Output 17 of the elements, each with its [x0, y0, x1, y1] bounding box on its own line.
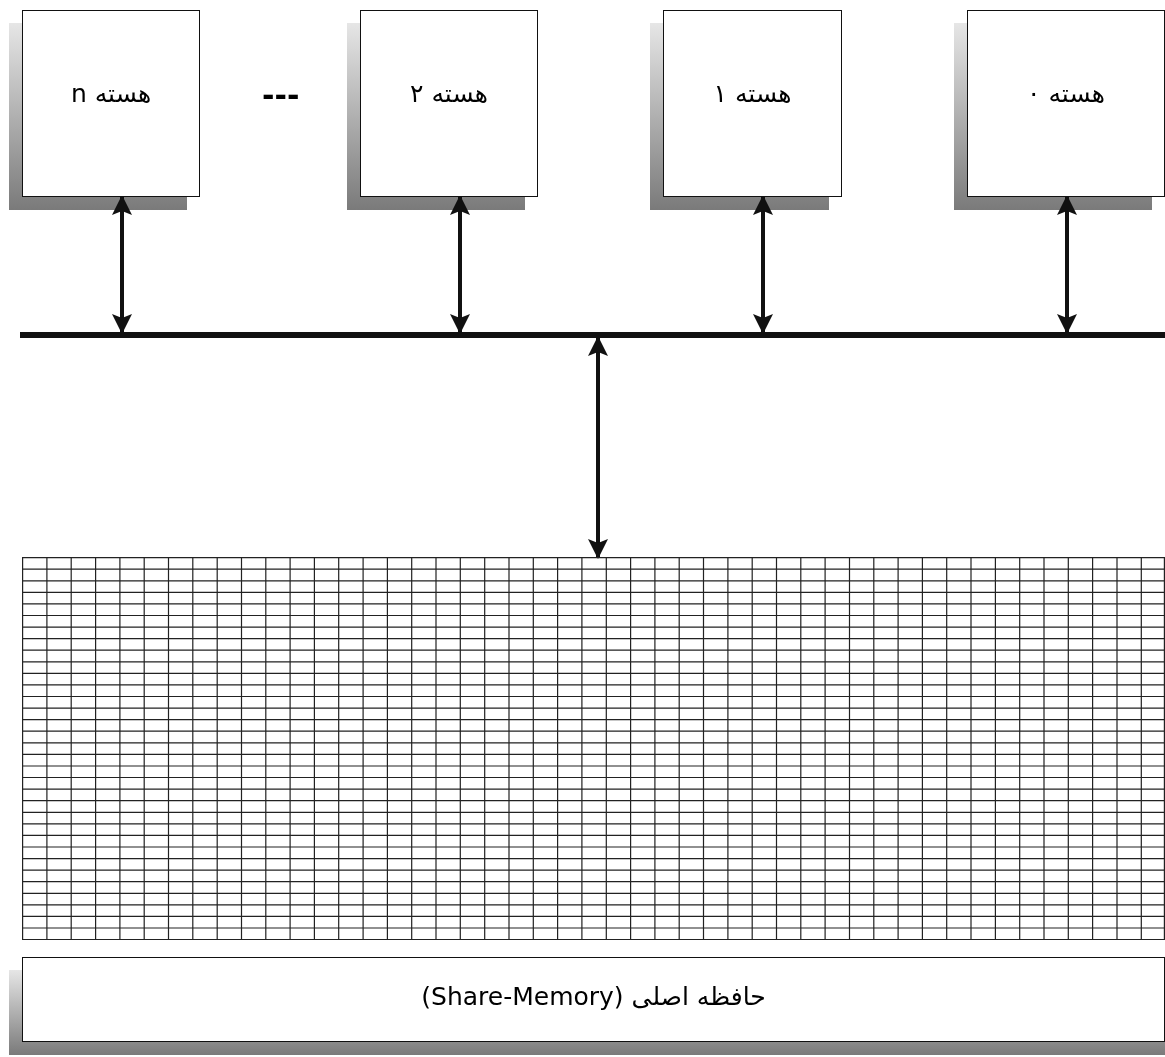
- double-arrow: [1057, 195, 1077, 334]
- double-arrow: [588, 336, 608, 559]
- core-box: [22, 10, 200, 197]
- double-arrow: [112, 195, 132, 334]
- core-box: [360, 10, 538, 197]
- ellipsis-text: ---: [262, 78, 300, 113]
- core-box: [663, 10, 842, 197]
- double-arrow: [450, 195, 470, 334]
- core-label: هسته n: [69, 79, 153, 108]
- core-label: هسته ۰: [1026, 79, 1106, 108]
- core-label: هسته ۲: [409, 79, 489, 108]
- memory-box: [22, 957, 1165, 1042]
- double-arrow: [753, 195, 773, 334]
- memory-grid: [22, 557, 1165, 940]
- memory-label: حافظه اصلی (Share-Memory): [420, 982, 767, 1011]
- core-label: هسته ۱: [712, 79, 793, 108]
- core-box: [967, 10, 1165, 197]
